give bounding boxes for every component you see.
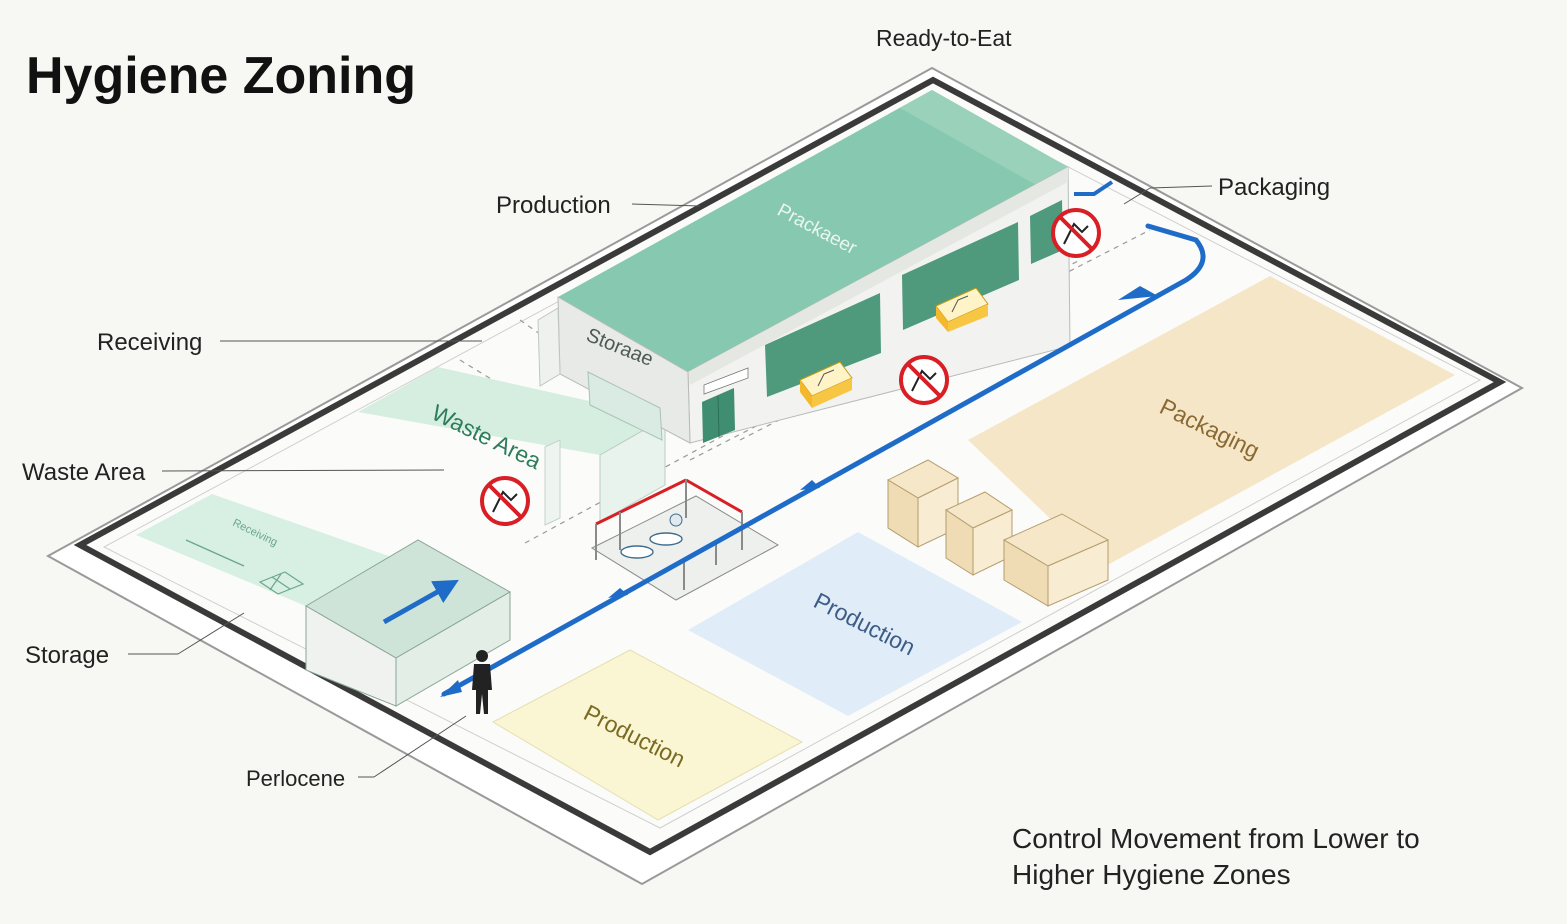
- caption-line-1: Control Movement from Lower to: [1012, 823, 1420, 854]
- storage-box: [305, 539, 512, 707]
- caption-line-2: Higher Hygiene Zones: [1012, 859, 1291, 890]
- callout-waste-area: Waste Area: [22, 459, 146, 486]
- equipment-crate: [935, 287, 989, 332]
- footbath-icon: [590, 478, 780, 601]
- equipment-crate: [799, 361, 853, 408]
- person-icon: [472, 650, 492, 714]
- callout-perlocene: Perlocene: [246, 766, 345, 791]
- crate-icon: [944, 491, 1014, 576]
- main-building: Prackaeer Storaae: [537, 90, 1071, 444]
- no-entry-sign-icon: [1051, 208, 1101, 258]
- production-yellow-zone: Production: [491, 649, 804, 821]
- crate-icon: [1002, 513, 1110, 607]
- no-entry-sign-icon: [480, 476, 530, 526]
- receiving-floor-zone: Receiving: [136, 494, 400, 612]
- callout-receiving: Receiving: [97, 329, 202, 356]
- production-blue-zone: Production: [688, 532, 1022, 716]
- callout-leaders: [128, 185, 1213, 778]
- page-title: Hygiene Zoning: [26, 47, 416, 105]
- callout-ready-to-eat: Ready-to-Eat: [876, 25, 1012, 51]
- flow-arrow-icon: [440, 180, 1206, 697]
- packaging-zone: Packaging: [886, 276, 1455, 607]
- callout-storage: Storage: [25, 642, 109, 669]
- callout-packaging: Packaging: [1218, 174, 1330, 201]
- grid-icon: [258, 571, 305, 595]
- callout-production: Production: [496, 192, 611, 219]
- no-entry-sign-icon: [899, 355, 949, 405]
